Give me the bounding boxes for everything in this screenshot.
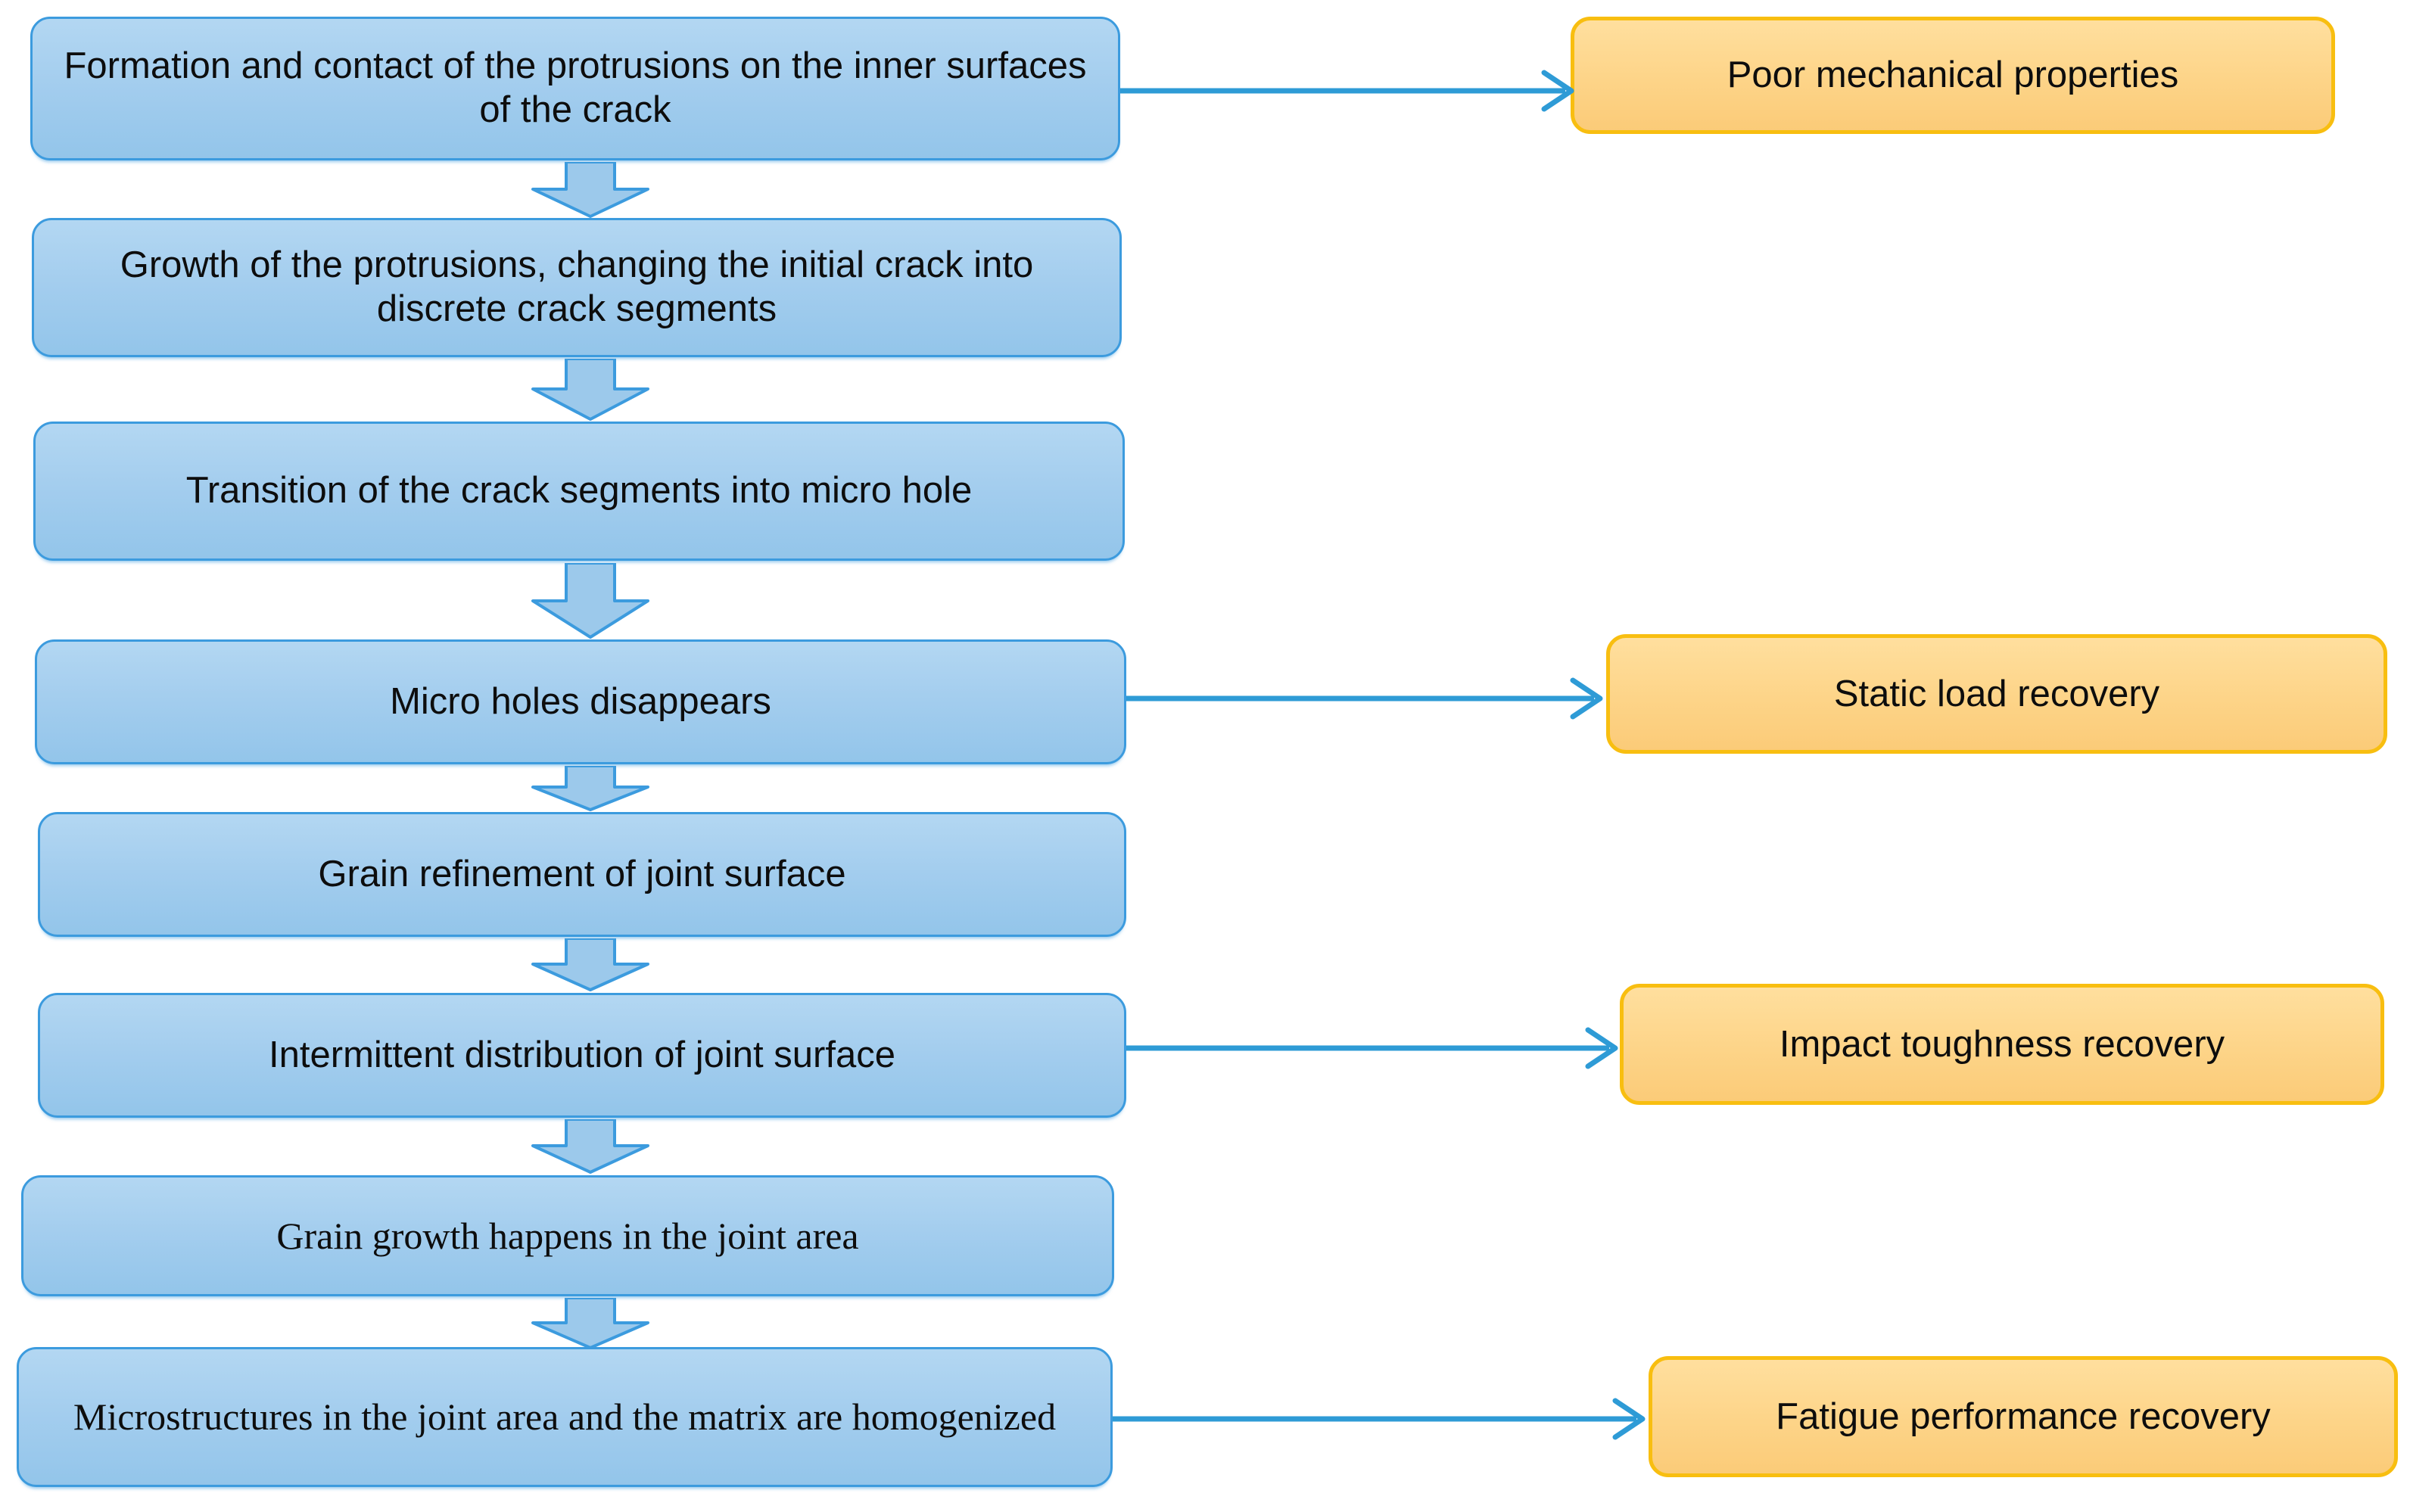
- result-box-fatigue-performance-recovery[interactable]: Fatigue performance recovery: [1649, 1356, 2398, 1477]
- result-box-label: Static load recovery: [1833, 673, 2160, 714]
- process-box-label: Growth of the protrusions, changing the …: [120, 244, 1034, 329]
- link-arrow-step-6-to-result-3: [1126, 1025, 1626, 1071]
- process-box-step-5[interactable]: Grain refinement of joint surface: [38, 812, 1126, 937]
- flow-arrow-step-5-to-step-6: [530, 938, 651, 991]
- link-arrow-step-1-to-result-1: [1120, 68, 1582, 114]
- flow-arrow-step-1-to-step-2: [530, 162, 651, 218]
- flow-arrow-step-6-to-step-7: [530, 1119, 651, 1174]
- link-arrow-step-8-to-result-4: [1113, 1396, 1654, 1442]
- result-box-label: Fatigue performance recovery: [1776, 1395, 2271, 1437]
- flow-arrow-step-4-to-step-5: [530, 766, 651, 811]
- process-box-step-7[interactable]: Grain growth happens in the joint area: [21, 1175, 1114, 1296]
- process-box-step-2[interactable]: Growth of the protrusions, changing the …: [32, 218, 1122, 357]
- process-box-step-6[interactable]: Intermittent distribution of joint surfa…: [38, 993, 1126, 1118]
- process-box-step-4[interactable]: Micro holes disappears: [35, 639, 1126, 764]
- result-box-static-load-recovery[interactable]: Static load recovery: [1606, 634, 2387, 754]
- process-box-label: Formation and contact of the protrusions…: [64, 45, 1087, 130]
- flow-arrow-step-7-to-step-8: [530, 1298, 651, 1349]
- result-box-poor-mechanical-properties[interactable]: Poor mechanical properties: [1571, 17, 2335, 134]
- process-box-step-3[interactable]: Transition of the crack segments into mi…: [33, 422, 1125, 561]
- result-box-label: Poor mechanical properties: [1727, 54, 2179, 96]
- process-box-step-1[interactable]: Formation and contact of the protrusions…: [30, 17, 1120, 160]
- process-box-label: Grain refinement of joint surface: [318, 853, 846, 894]
- process-box-label: Grain growth happens in the joint area: [276, 1214, 859, 1257]
- result-box-label: Impact toughness recovery: [1779, 1023, 2225, 1065]
- process-box-label: Transition of the crack segments into mi…: [185, 470, 973, 512]
- process-box-step-8[interactable]: Microstructures in the joint area and th…: [17, 1347, 1113, 1487]
- process-box-label: Intermittent distribution of joint surfa…: [269, 1034, 895, 1075]
- process-box-label: Micro holes disappears: [390, 680, 771, 722]
- process-box-label: Microstructures in the joint area and th…: [73, 1395, 1057, 1438]
- link-arrow-step-4-to-result-2: [1126, 676, 1611, 721]
- flow-arrow-step-3-to-step-4: [530, 563, 651, 639]
- flow-arrow-step-2-to-step-3: [530, 359, 651, 421]
- result-box-impact-toughness-recovery[interactable]: Impact toughness recovery: [1620, 984, 2384, 1105]
